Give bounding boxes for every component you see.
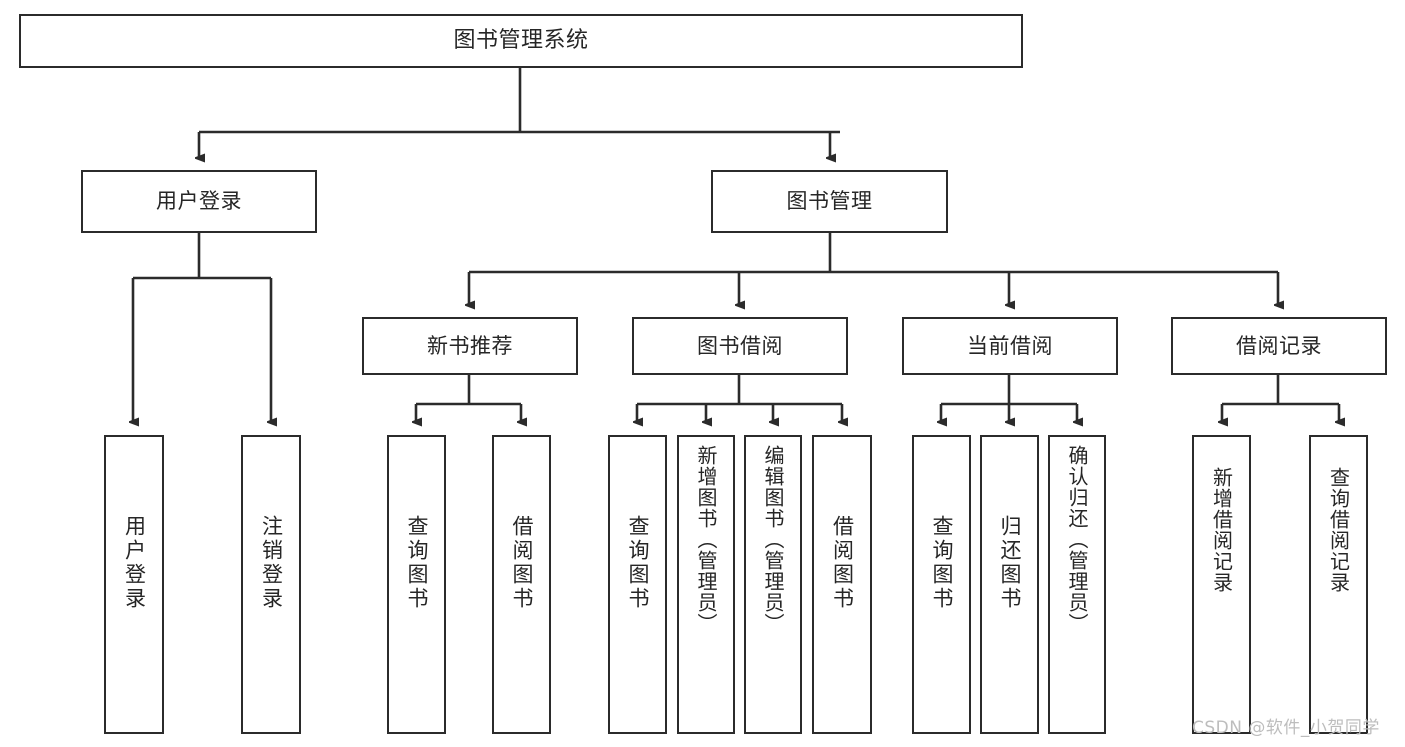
node-new-book-recommend[interactable]: 新书推荐	[362, 317, 578, 375]
node-leaf-borrow-book-1-label: 借阅图书	[510, 515, 535, 611]
node-book-borrow-label: 图书借阅	[697, 333, 783, 358]
csdn-watermark: CSDN @软件_小贺同学	[1192, 713, 1380, 738]
node-leaf-confirm-return-label: 确认归还（管理员）	[1065, 445, 1089, 634]
node-leaf-add-book[interactable]: 新增图书（管理员）	[677, 435, 735, 734]
node-leaf-user-login[interactable]: 用户登录	[104, 435, 164, 734]
node-borrow-record-label: 借阅记录	[1236, 333, 1322, 358]
node-borrow-record[interactable]: 借阅记录	[1171, 317, 1387, 375]
node-leaf-query-book-3-label: 查询图书	[930, 515, 955, 611]
node-root-label: 图书管理系统	[453, 28, 589, 54]
node-leaf-add-record[interactable]: 新增借阅记录	[1192, 435, 1251, 734]
node-leaf-borrow-book-1[interactable]: 借阅图书	[492, 435, 551, 734]
node-book-manage-label: 图书管理	[786, 189, 873, 214]
node-current-borrow[interactable]: 当前借阅	[902, 317, 1118, 375]
node-user-login-label: 用户登录	[156, 189, 242, 214]
node-leaf-query-record-label: 查询借阅记录	[1326, 467, 1351, 593]
node-leaf-borrow-book-2-label: 借阅图书	[830, 515, 855, 611]
node-leaf-add-record-label: 新增借阅记录	[1209, 467, 1234, 593]
node-leaf-query-book-3[interactable]: 查询图书	[912, 435, 971, 734]
node-leaf-query-book-1-label: 查询图书	[405, 515, 430, 611]
node-leaf-user-login-label: 用户登录	[122, 515, 147, 611]
node-leaf-return-book[interactable]: 归还图书	[980, 435, 1039, 734]
csdn-watermark-text: CSDN @软件_小贺同学	[1192, 718, 1380, 738]
node-leaf-add-book-label: 新增图书（管理员）	[694, 445, 718, 634]
node-leaf-query-book-2-label: 查询图书	[626, 515, 651, 611]
node-leaf-edit-book[interactable]: 编辑图书（管理员）	[744, 435, 802, 734]
node-root[interactable]: 图书管理系统	[19, 14, 1023, 68]
node-leaf-return-book-label: 归还图书	[998, 515, 1023, 611]
node-leaf-query-book-1[interactable]: 查询图书	[387, 435, 446, 734]
node-leaf-confirm-return[interactable]: 确认归还（管理员）	[1048, 435, 1106, 734]
node-user-login[interactable]: 用户登录	[81, 170, 317, 233]
node-leaf-user-logout[interactable]: 注销登录	[241, 435, 301, 734]
node-leaf-user-logout-label: 注销登录	[259, 515, 284, 611]
node-leaf-edit-book-label: 编辑图书（管理员）	[761, 445, 785, 634]
node-leaf-borrow-book-2[interactable]: 借阅图书	[812, 435, 872, 734]
node-book-manage[interactable]: 图书管理	[711, 170, 948, 233]
node-new-book-recommend-label: 新书推荐	[427, 333, 513, 358]
node-book-borrow[interactable]: 图书借阅	[632, 317, 848, 375]
node-leaf-query-record[interactable]: 查询借阅记录	[1309, 435, 1368, 734]
node-leaf-query-book-2[interactable]: 查询图书	[608, 435, 667, 734]
node-current-borrow-label: 当前借阅	[967, 333, 1053, 358]
